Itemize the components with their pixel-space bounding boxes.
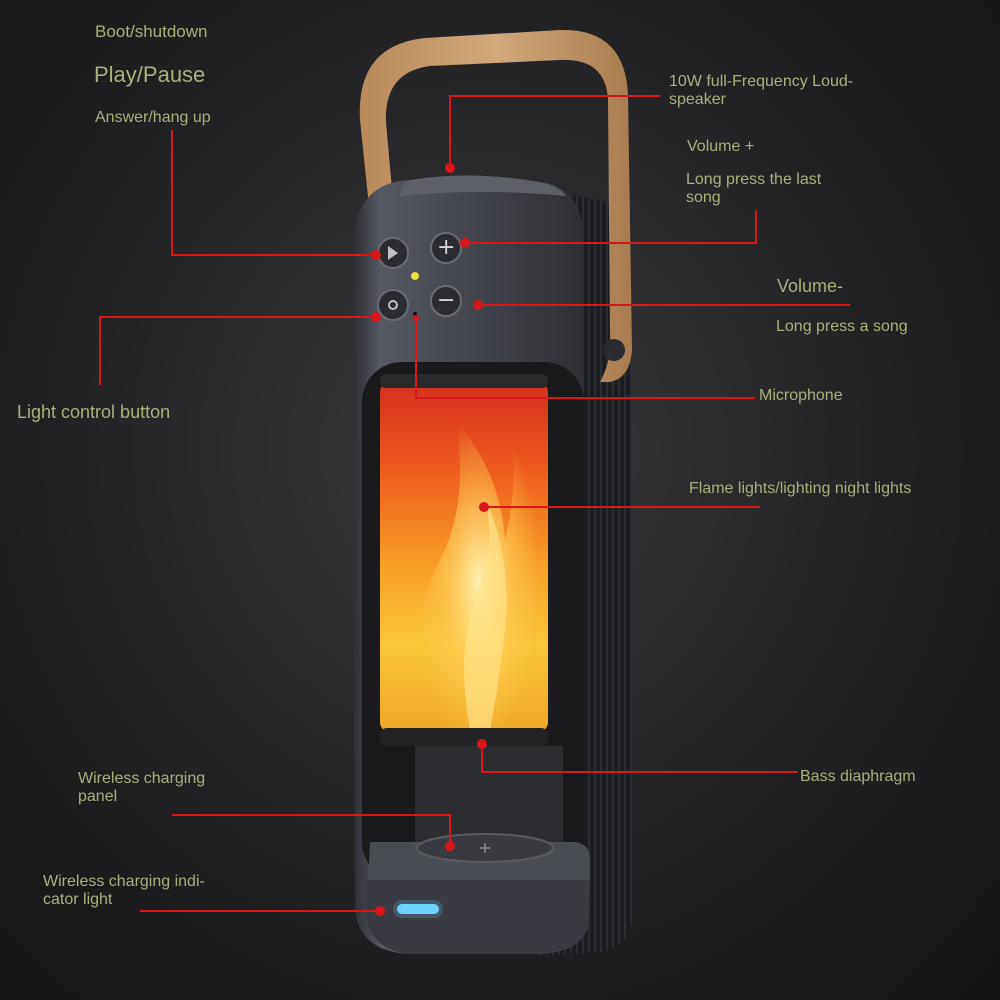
- tube-bottom-cap: [380, 728, 548, 746]
- label-bass-diaphragm: Bass diaphragm: [800, 768, 916, 785]
- label-play-pause: Play/Pause: [94, 62, 206, 87]
- dot-light-control: [371, 312, 381, 322]
- label-answer-hang-up: Answer/hang up: [95, 109, 211, 126]
- dot-charging-panel: [445, 841, 455, 851]
- dot-microphone: [413, 315, 419, 321]
- light-control-button[interactable]: [377, 289, 409, 321]
- minus-glyph: −: [437, 288, 456, 313]
- label-wireless-charging-panel: Wireless charging panel: [78, 770, 206, 805]
- callout-lines: [99, 95, 850, 912]
- callout-dots: [371, 163, 489, 916]
- dot-indicator: [375, 906, 385, 916]
- dot-volume-up: [460, 238, 470, 248]
- callout-volume-up: [465, 210, 757, 244]
- dot-volume-down: [473, 300, 483, 310]
- status-led: [411, 272, 419, 280]
- dot-speaker: [445, 163, 455, 173]
- speaker-top-cap: [400, 175, 566, 196]
- handle-rivet: [603, 339, 625, 361]
- indicator-glow: [393, 900, 443, 918]
- plus-glyph: +: [437, 235, 456, 260]
- callout-light-control: [99, 316, 376, 385]
- tube-top-cap: [380, 374, 548, 388]
- dot-answer: [371, 250, 381, 260]
- charging-pad-mark: [480, 843, 490, 853]
- callout-speaker: [449, 95, 660, 168]
- label-volume-up: Volume +: [687, 138, 755, 155]
- sun-icon: [388, 300, 398, 310]
- dot-bass: [477, 739, 487, 749]
- dot-flame: [479, 502, 489, 512]
- label-boot-shutdown: Boot/shutdown: [95, 22, 208, 41]
- callout-answer: [171, 130, 376, 256]
- label-volume-down: Volume-: [777, 276, 844, 296]
- play-pause-icon: [388, 246, 398, 260]
- label-light-control-button: Light control button: [17, 402, 171, 422]
- callout-microphone: [415, 318, 755, 399]
- callout-bass: [481, 744, 798, 773]
- label-full-frequency-speaker: 10W full-Frequency Loud- speaker: [669, 73, 854, 108]
- flame-streak: [464, 500, 507, 730]
- flame-tongue: [417, 400, 542, 730]
- label-long-press-a-song: Long press a song: [776, 318, 908, 335]
- label-wireless-charging-indicator: Wireless charging indi- cator light: [43, 873, 205, 908]
- bass-chamber: [415, 746, 563, 846]
- speaker-base: [366, 880, 590, 954]
- volume-up-button[interactable]: [430, 232, 462, 264]
- leather-handle: [359, 29, 632, 383]
- charging-indicator-light: [397, 904, 439, 914]
- label-long-press-last-song: Long press the last song: [686, 171, 822, 206]
- label-flame-lights: Flame lights/lighting night lights: [689, 480, 912, 497]
- label-microphone: Microphone: [759, 387, 843, 404]
- callout-charging-panel: [172, 814, 451, 846]
- volume-down-button[interactable]: [430, 285, 462, 317]
